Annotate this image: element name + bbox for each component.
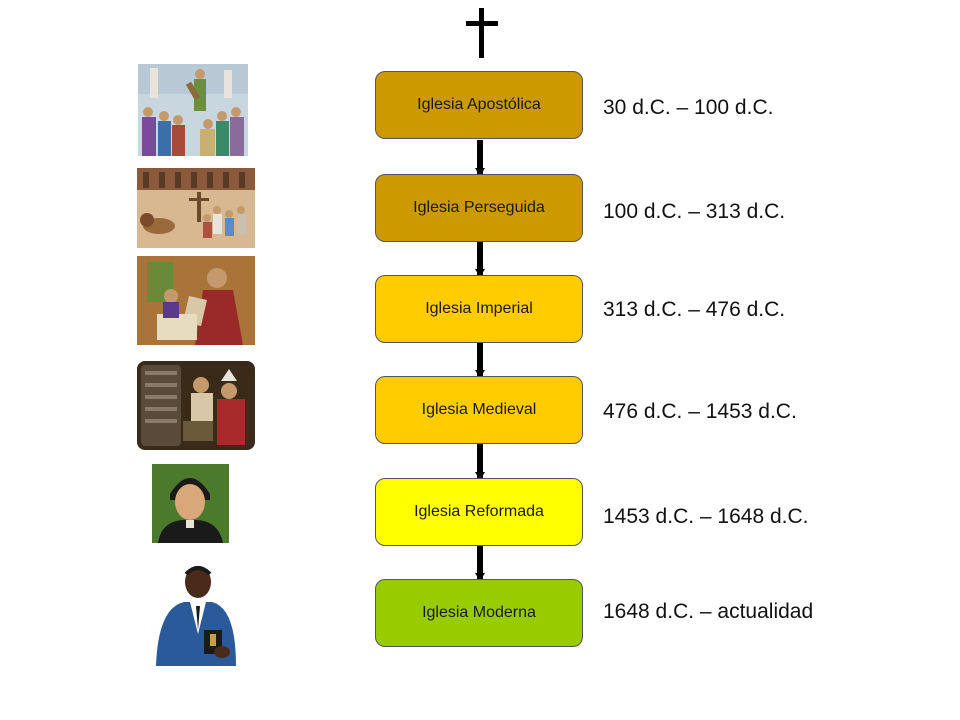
- connector-arrow-4: [475, 444, 485, 480]
- stage-box-medieval: Iglesia Medieval: [375, 376, 583, 444]
- stage-box-reformada: Iglesia Reformada: [375, 478, 583, 546]
- stage-label: Iglesia Reformada: [414, 503, 544, 520]
- stage-label: Iglesia Imperial: [425, 300, 533, 317]
- emperor-image: [137, 256, 255, 345]
- connector-arrow-1: [475, 140, 485, 176]
- stage-label: Iglesia Moderna: [422, 604, 536, 621]
- arena-lions-image: [137, 168, 255, 248]
- stage-date-apostolica: 30 d.C. – 100 d.C.: [603, 96, 774, 119]
- stage-box-moderna: Iglesia Moderna: [375, 579, 583, 647]
- stage-label: Iglesia Perseguida: [413, 199, 545, 216]
- stage-box-apostolica: Iglesia Apostólica: [375, 71, 583, 139]
- stage-date-reformada: 1453 d.C. – 1648 d.C.: [603, 505, 809, 528]
- stage-label: Iglesia Medieval: [421, 401, 537, 418]
- connector-arrow-3: [475, 343, 485, 378]
- connector-arrow-5: [475, 546, 485, 581]
- connector-arrow-2: [475, 242, 485, 277]
- medieval-scene-image: [137, 361, 255, 450]
- preacher-image: [150, 560, 240, 670]
- stage-box-imperial: Iglesia Imperial: [375, 275, 583, 343]
- reformer-portrait-image: [152, 464, 229, 543]
- apostles-preaching-image: [138, 64, 248, 156]
- stage-date-perseguida: 100 d.C. – 313 d.C.: [603, 200, 786, 223]
- stage-date-moderna: 1648 d.C. – actualidad: [603, 600, 814, 623]
- cross-icon: [466, 8, 498, 58]
- stage-date-imperial: 313 d.C. – 476 d.C.: [603, 298, 786, 321]
- stage-box-perseguida: Iglesia Perseguida: [375, 174, 583, 242]
- stage-label: Iglesia Apostólica: [417, 96, 541, 113]
- stage-date-medieval: 476 d.C. – 1453 d.C.: [603, 400, 797, 423]
